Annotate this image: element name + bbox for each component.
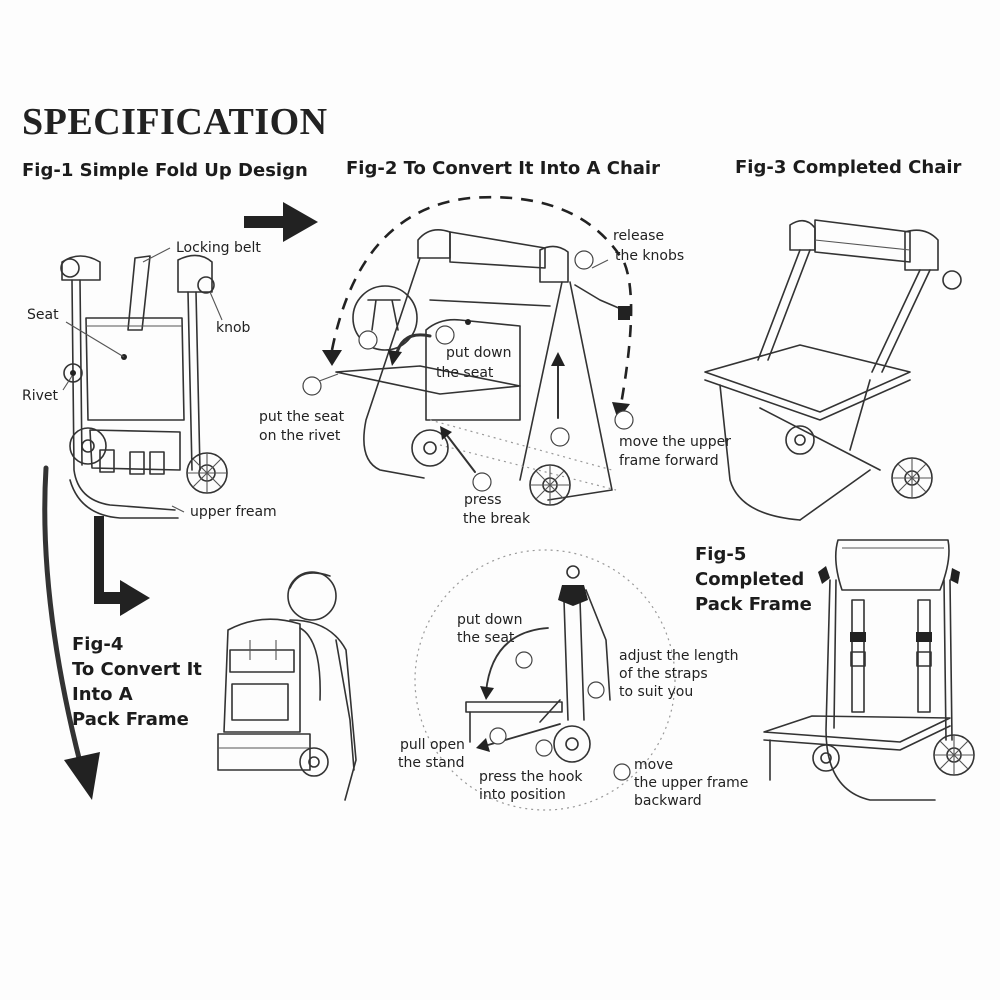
label-the-seat: the seat	[436, 365, 494, 381]
label-release: release	[613, 228, 665, 244]
label-frame-forward: frame forward	[619, 453, 719, 469]
fig5-heading-line-3: Pack Frame	[695, 594, 812, 615]
label-center-the-seat: the seat	[457, 630, 515, 646]
label-move-the-upper: move the upper	[619, 434, 731, 450]
arrow-down-curved-icon	[64, 752, 100, 800]
label-backward: backward	[634, 793, 702, 809]
label-move: move	[634, 757, 674, 773]
label-the-knobs: the knobs	[615, 248, 685, 264]
fig5-heading-line-2: Completed	[695, 569, 805, 590]
fig2-step-markers	[302, 250, 634, 492]
label-to-suit-you: to suit you	[619, 684, 694, 700]
label-on-the-rivet: on the rivet	[259, 428, 341, 444]
fig3-heading: Fig-3 Completed Chair	[735, 157, 962, 178]
label-put-down: put down	[446, 345, 512, 361]
fig2-heading: Fig-2 To Convert It Into A Chair	[346, 158, 660, 179]
label-knob: knob	[216, 320, 251, 336]
label-put-the-seat: put the seat	[259, 409, 345, 425]
label-upper-fream: upper fream	[190, 504, 277, 520]
fig5-pack-frame-drawing	[763, 539, 975, 801]
fig5-heading-line-1: Fig-5	[695, 544, 747, 565]
label-the-upper-frame: the upper frame	[634, 775, 749, 791]
arrow-right-icon	[244, 202, 318, 242]
fig4-heading-line-1: Fig-4	[72, 634, 124, 655]
label-pull-open: pull open	[400, 737, 465, 753]
label-seat: Seat	[27, 307, 59, 323]
label-press-the-hook: press the hook	[479, 769, 583, 785]
fig4-heading-line-2: To Convert It	[72, 659, 202, 680]
label-rivet: Rivet	[22, 388, 59, 404]
fig4-backpack-person-drawing	[217, 571, 357, 801]
fig3-chair-drawing	[704, 219, 962, 521]
fig1-heading: Fig-1 Simple Fold Up Design	[22, 160, 308, 181]
page-title: SPECIFICATION	[22, 101, 328, 143]
label-the-break: the break	[463, 511, 531, 527]
fig5-heading: Fig-5 Completed Pack Frame	[695, 542, 812, 617]
label-into-position: into position	[479, 787, 566, 803]
arrow-l-shape-icon	[94, 516, 150, 616]
label-adjust-the-length: adjust the length	[619, 648, 739, 664]
fig4-heading-line-4: Pack Frame	[72, 709, 189, 730]
label-the-stand: the stand	[398, 755, 465, 771]
fig4-heading-line-3: Into A	[72, 684, 133, 705]
label-of-the-straps: of the straps	[619, 666, 708, 682]
fig4-heading: Fig-4 To Convert It Into A Pack Frame	[72, 632, 202, 732]
fig1-folded-cart-drawing	[60, 247, 228, 519]
center-pack-frame-diagram	[414, 549, 676, 811]
label-center-put-down: put down	[457, 612, 523, 628]
label-locking-belt: Locking belt	[176, 240, 261, 256]
label-press: press	[464, 492, 502, 508]
